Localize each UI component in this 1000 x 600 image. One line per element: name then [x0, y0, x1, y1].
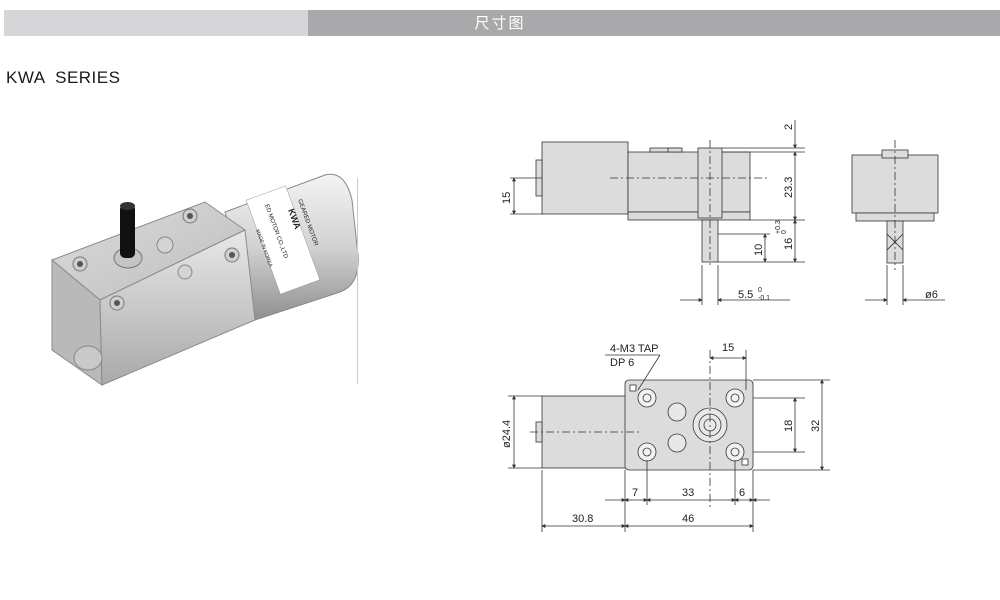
dim-15-top: 15: [722, 342, 734, 354]
dim-7: 7: [632, 487, 638, 499]
dim-16-tol-upper: +0.3: [775, 220, 782, 234]
dim-33: 33: [682, 487, 694, 499]
dim-23-3: 23.3: [783, 177, 795, 198]
photo-divider: [357, 178, 358, 384]
end-view: [851, 140, 945, 305]
dim-5-5-tol-lower: -0.1: [758, 295, 770, 302]
dim-6: 6: [739, 487, 745, 499]
banner-right-bar: [308, 10, 1000, 36]
tap-note-line2: DP 6: [610, 357, 634, 369]
dimension-drawing: 2 23.3 15 16 +0.3 0 10 5.5 0 -0.1 ø6: [501, 120, 945, 532]
dim-16: 16: [783, 238, 795, 250]
dim-46: 46: [682, 513, 694, 525]
banner-title: 尺寸图: [474, 14, 526, 32]
dim-10: 10: [753, 244, 765, 256]
plan-view: [508, 350, 830, 532]
dim-5-5: 5.5: [738, 289, 753, 301]
dim-phi24-4: ø24.4: [501, 420, 513, 448]
product-photo: KWA GEARED MOTOR ED MOTOR CO.,LTD MADE I…: [51, 173, 359, 386]
dim-5-5-tol-upper: 0: [758, 287, 762, 294]
series-title: KWA SERIES: [6, 68, 121, 87]
section-banner: 尺寸图: [0, 10, 1000, 36]
dim-30-8: 30.8: [572, 513, 593, 525]
dim-15-left: 15: [501, 192, 513, 204]
tap-note-line1: 4-M3 TAP: [610, 343, 659, 355]
dim-phi6: ø6: [925, 289, 938, 301]
side-view: [510, 120, 805, 305]
dim-32: 32: [810, 420, 822, 432]
dim-2: 2: [783, 124, 795, 130]
dim-18: 18: [783, 420, 795, 432]
banner-left-bar: [4, 10, 308, 36]
dim-16-tol-lower: 0: [781, 230, 788, 234]
